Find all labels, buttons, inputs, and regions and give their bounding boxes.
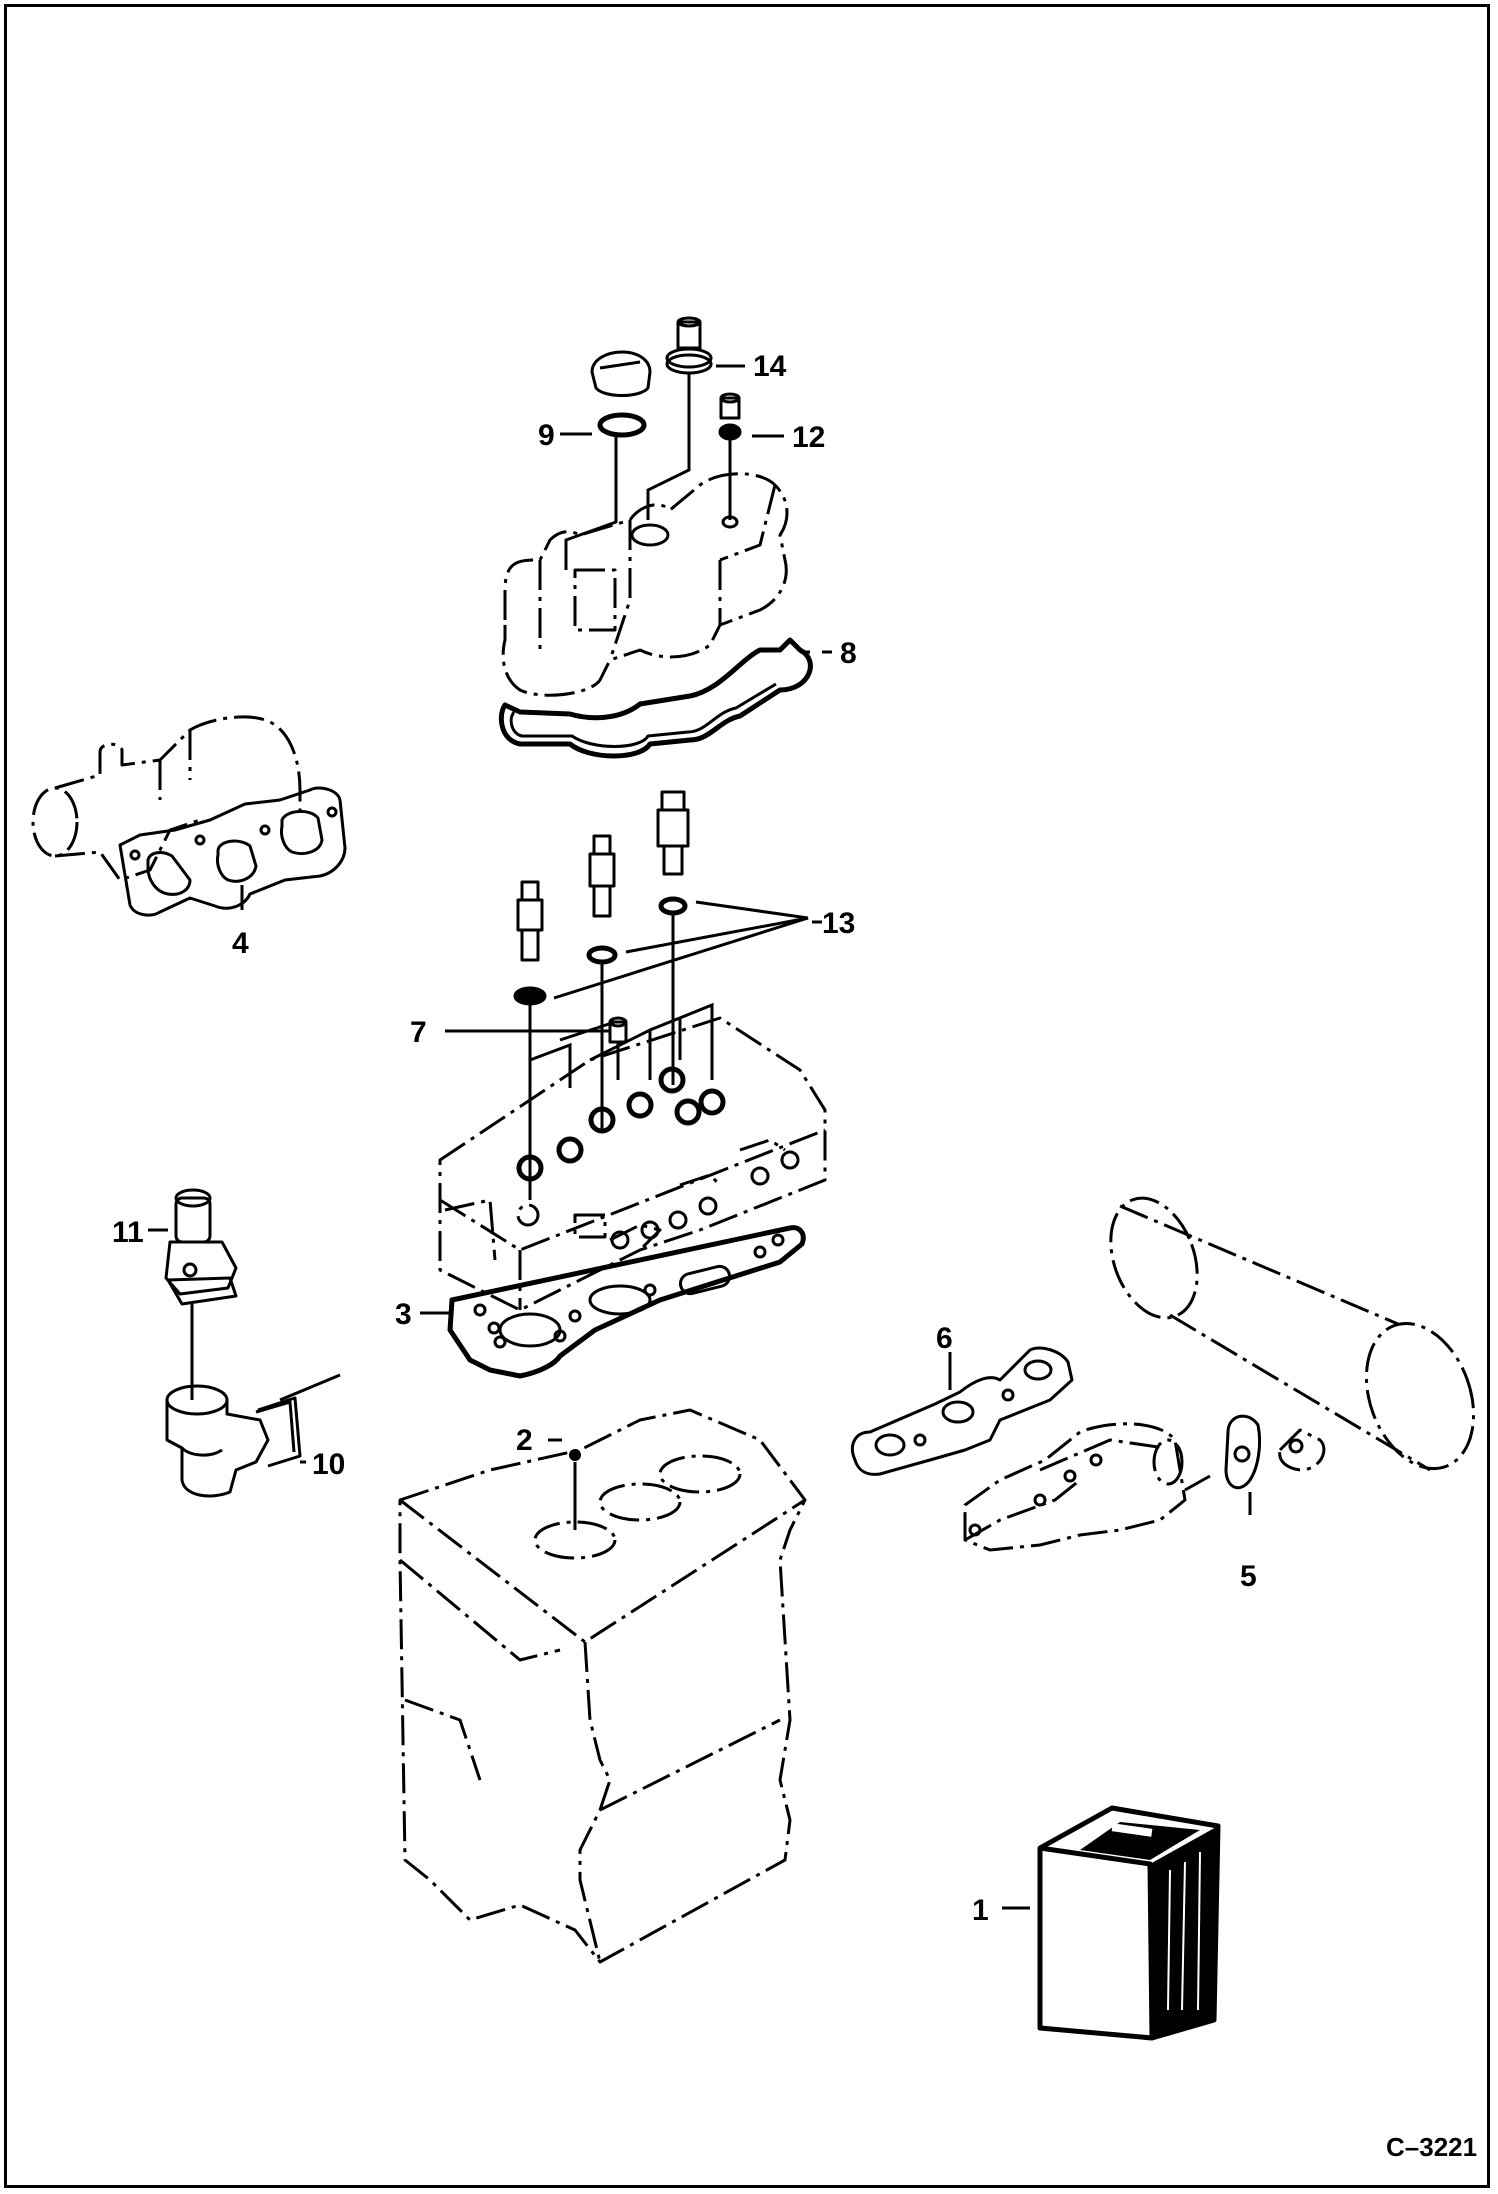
part-14-breather-fitting [646, 316, 745, 520]
callout-7: 7 [410, 1016, 427, 1049]
muffler [1109, 1196, 1476, 1472]
part-13-injectors-washers [513, 790, 822, 1200]
callout-1: 1 [972, 1894, 989, 1927]
part-4-intake-manifold-gasket [31, 715, 347, 917]
part-8-valve-cover-gasket [498, 472, 832, 759]
engine-block [398, 1408, 807, 1964]
part-10-thermostat-gasket [165, 1373, 341, 1498]
callout-2: 2 [516, 1424, 533, 1457]
part-7-plug [445, 1016, 628, 1080]
part-12-plug-washer [718, 392, 784, 520]
callout-5: 5 [1240, 1560, 1257, 1593]
part-6-exhaust-gasket [850, 1346, 1074, 1476]
part-9-oil-filler-cap [560, 350, 652, 570]
part-5-muffler-gasket [1224, 1414, 1262, 1515]
drawing-border [4, 4, 1490, 2188]
part-3-head-gasket [420, 1225, 806, 1379]
part-1-gasket-kit-box [1002, 1805, 1221, 2041]
exhaust-manifold [963, 1422, 1211, 1552]
callout-11: 11 [112, 1216, 144, 1249]
part-11-thermostat-housing [148, 1188, 238, 1400]
callout-14: 14 [753, 350, 787, 383]
callout-9: 9 [538, 419, 555, 452]
figure-reference: C–3221 [1386, 2132, 1477, 2162]
callout-10: 10 [312, 1448, 345, 1481]
callout-8: 8 [840, 637, 857, 670]
callout-4: 4 [232, 927, 249, 960]
cylinder-head [438, 1002, 827, 1312]
part-2-dowel [548, 1438, 581, 1530]
callout-13: 13 [822, 907, 855, 940]
callout-6: 6 [936, 1322, 953, 1355]
callout-3: 3 [395, 1298, 412, 1331]
callout-12: 12 [792, 421, 825, 454]
